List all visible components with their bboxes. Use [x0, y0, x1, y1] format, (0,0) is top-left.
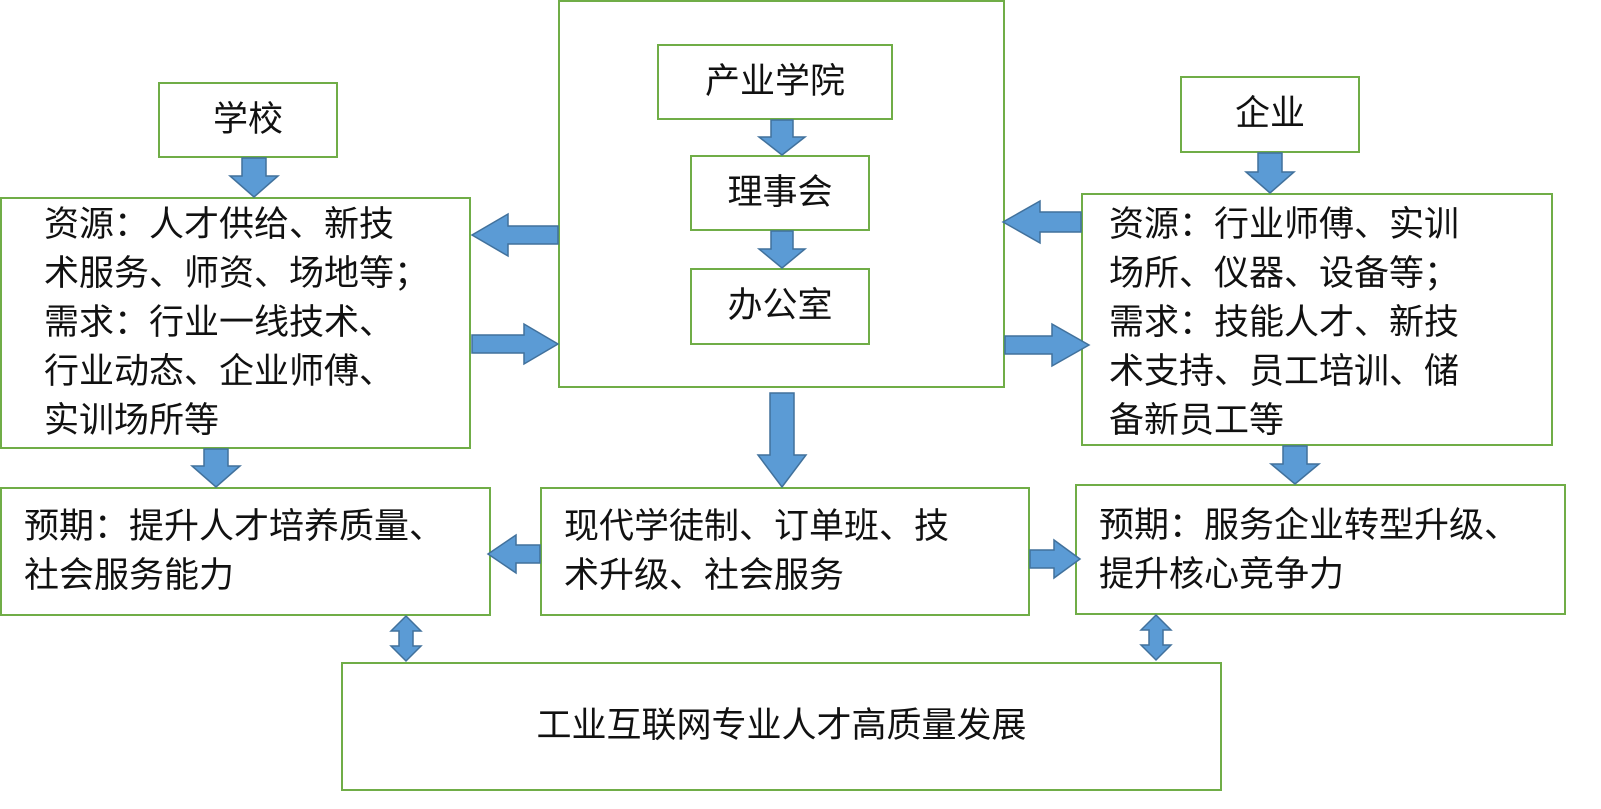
- enterprise-resources-needs-box: 资源：行业师傅、实训 场所、仪器、设备等； 需求：技能人才、新技 术支持、员工培…: [1081, 193, 1553, 446]
- down-arrow-icon: [1244, 152, 1296, 194]
- school-label: 学校: [212, 99, 283, 140]
- enterprise-label: 企业: [1234, 94, 1305, 134]
- down-arrow-icon: [228, 157, 280, 198]
- school-expectation-box: 预期：提升人才培养质量、 社会服务能力: [0, 487, 491, 616]
- outputs-box: 现代学徒制、订单班、技 术升级、社会服务: [540, 487, 1030, 616]
- left-arrow-icon: [486, 533, 541, 575]
- outputs-text: 现代学徒制、订单班、技 术升级、社会服务: [564, 507, 950, 596]
- industry-college-label: 产业学院: [704, 61, 845, 102]
- goal-label: 工业互联网专业人才高质量发展: [536, 706, 1027, 746]
- down-arrow-icon: [756, 392, 808, 489]
- up-down-arrow-icon: [389, 614, 423, 663]
- down-arrow-icon: [756, 230, 808, 269]
- left-arrow-icon: [1001, 199, 1082, 245]
- goal-box: 工业互联网专业人才高质量发展: [341, 662, 1222, 791]
- right-arrow-icon: [471, 322, 560, 366]
- enterprise-box: 企业: [1180, 76, 1360, 153]
- school-box: 学校: [158, 82, 338, 158]
- office-box: 办公室: [690, 268, 870, 345]
- school-resources-needs-box: 资源：人才供给、新技 术服务、师资、场地等； 需求：行业一线技术、 行业动态、企…: [0, 197, 471, 449]
- enterprise-expectation-text: 预期：服务企业转型升级、 提升核心竞争力: [1099, 506, 1520, 595]
- industry-college-box: 产业学院: [657, 44, 893, 120]
- down-arrow-icon: [1268, 445, 1322, 485]
- right-arrow-icon: [1029, 538, 1082, 580]
- council-label: 理事会: [727, 172, 833, 213]
- school-expectation-text: 预期：提升人才培养质量、 社会服务能力: [24, 507, 445, 596]
- down-arrow-icon: [190, 448, 242, 488]
- right-arrow-icon: [1004, 322, 1091, 368]
- enterprise-resources-needs-text: 资源：行业师傅、实训 场所、仪器、设备等； 需求：技能人才、新技 术支持、员工培…: [1109, 205, 1460, 441]
- office-label: 办公室: [727, 286, 833, 326]
- up-down-arrow-icon: [1139, 613, 1173, 662]
- left-arrow-icon: [470, 212, 559, 258]
- enterprise-expectation-box: 预期：服务企业转型升级、 提升核心竞争力: [1075, 484, 1566, 615]
- school-resources-needs-text: 资源：人才供给、新技 术服务、师资、场地等； 需求：行业一线技术、 行业动态、企…: [44, 205, 430, 441]
- down-arrow-icon: [756, 119, 808, 156]
- council-box: 理事会: [690, 155, 870, 231]
